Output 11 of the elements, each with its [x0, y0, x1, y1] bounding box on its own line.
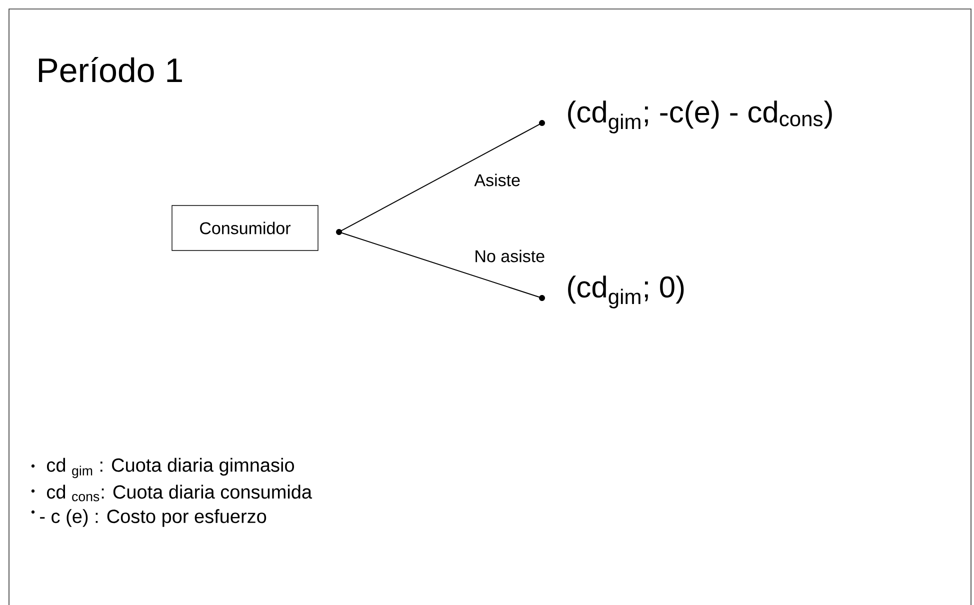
title: Período 1	[39, 56, 182, 82]
legend-item: cd $_{cons}$: Cuota diaria consumida	[47, 484, 312, 502]
decision-box: Consumidor	[172, 205, 318, 251]
payoff-text: (cd$_{gim}$; 0)	[568, 276, 684, 308]
payoff-text: (cd$_{gim}$; -c(e) - cd$_{cons}$)	[568, 100, 832, 134]
legend-item: - c (e) : Costo por esfuerzo	[40, 509, 266, 527]
branch-line	[338, 232, 542, 298]
branch-line	[338, 122, 542, 232]
edge-label: No asiste	[476, 250, 544, 262]
edge-label: Asiste	[474, 174, 520, 186]
legend-item: cd $_{gim}$ : Cuota diaria gimnasio	[47, 458, 294, 478]
